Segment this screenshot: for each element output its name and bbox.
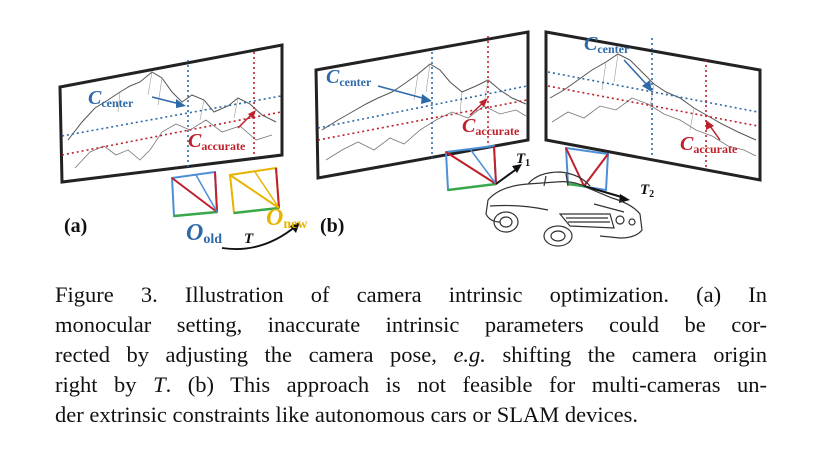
figure-caption: Figure 3. Illustration of camera intrins… (55, 280, 767, 430)
mountain-shade-a (117, 71, 239, 121)
t2-label: T2 (640, 182, 654, 200)
caption-line-2: monocular setting, inaccurate intrinsic … (55, 312, 767, 337)
mountain-sketch-a-2 (74, 119, 273, 169)
c-center-arrow-b-left (377, 85, 427, 100)
c-accurate-arrow-a (237, 113, 253, 129)
center-horizontal-b-left (317, 85, 528, 129)
caption-line-3: rected by adjusting the camera pose, e.g… (55, 342, 767, 367)
o-new-label: Onew (266, 205, 308, 232)
mountain-shade-b-left (413, 63, 489, 115)
caption-line-5: der extrinsic constraints like autonomou… (55, 402, 638, 427)
t1-label: T1 (516, 151, 530, 169)
accurate-horizontal-b-left (317, 99, 528, 141)
c-center-arrowhead-b-left (421, 94, 432, 104)
camera-car-right (564, 146, 630, 203)
c-accurate-arrowhead-b-left (479, 98, 488, 107)
panel-b-left: Ccenter Caccurate (314, 30, 530, 180)
figure-illustration: Ccenter Caccurate (a) Oold Onew T (58, 30, 762, 250)
shift-arrowhead-t (290, 222, 300, 233)
mountain-sketch-b-left-2 (325, 105, 527, 161)
panel-a-label: (a) (64, 215, 87, 237)
c-center-label-b-left: Ccenter (326, 66, 372, 89)
caption-line-1: Figure 3. Illustration of camera intrins… (55, 282, 767, 307)
c-accurate-arrowhead-a (248, 110, 256, 119)
c-accurate-label-b-right: Caccurate (680, 133, 738, 156)
c-center-arrowhead-b-right (642, 80, 652, 92)
camera-car-left (444, 144, 522, 192)
caption-line-4: right by T. (b) This approach is not fea… (55, 372, 767, 397)
accurate-horizontal-a (61, 111, 282, 156)
c-accurate-label-a: Caccurate (188, 130, 246, 153)
camera-new (228, 166, 281, 215)
accurate-horizontal-b-right (547, 85, 759, 127)
camera-old (170, 170, 219, 218)
c-center-arrow-a (151, 96, 181, 105)
mountain-sketch-b-right-2 (551, 97, 757, 157)
o-old-label: Oold (186, 220, 222, 247)
c-accurate-label-b-left: Caccurate (462, 115, 520, 138)
c-center-arrow-b-right (623, 59, 649, 87)
car-sketch (485, 171, 643, 247)
mountain-sketch-b-right (549, 53, 757, 141)
image-plane-b-left (314, 30, 530, 180)
c-center-arrowhead-a (176, 99, 186, 108)
panel-b-label: (b) (320, 215, 344, 237)
image-plane-a (58, 43, 284, 184)
shift-arrow-t (221, 225, 297, 250)
center-horizontal-a (61, 95, 282, 137)
c-accurate-arrow-b-right (709, 125, 721, 141)
panel-b-right: Ccenter Caccurate (544, 30, 762, 182)
c-center-label-b-right: Ccenter (584, 33, 630, 56)
c-center-label-a: Ccenter (88, 87, 134, 110)
center-horizontal-b-right (547, 71, 759, 113)
panel-a: Ccenter Caccurate (a) Oold Onew T (58, 43, 308, 250)
mountain-shade-b-right (601, 53, 695, 131)
c-accurate-arrowhead-b-right (706, 120, 714, 130)
t-label: T (244, 231, 254, 247)
